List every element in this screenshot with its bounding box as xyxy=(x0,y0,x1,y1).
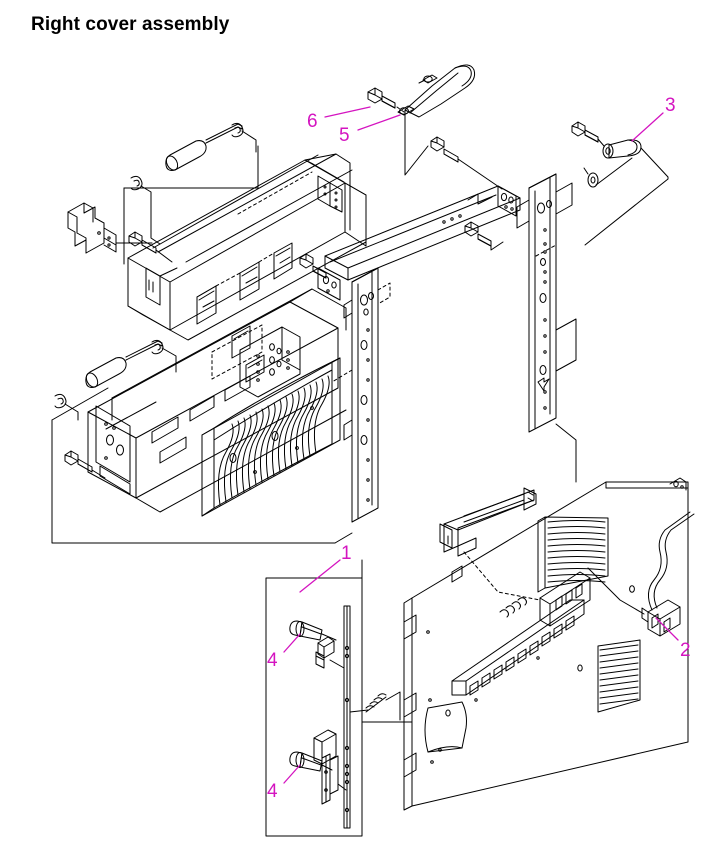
leader-spring xyxy=(349,709,369,713)
leader-box-lower xyxy=(51,419,336,544)
callout-3: 3 xyxy=(665,95,676,116)
e-clip-upper-1 xyxy=(231,122,244,138)
latch-spring xyxy=(365,693,387,713)
leader-slide-rail xyxy=(463,551,541,601)
roller-bushing-upper xyxy=(165,123,243,171)
hex-head-screw-3 xyxy=(571,121,599,143)
ground-strap xyxy=(397,64,476,118)
leader-screw-ul xyxy=(155,249,173,263)
leader-spring-2 xyxy=(385,691,401,721)
upper-latch-screw xyxy=(289,620,323,641)
screw-lower-left xyxy=(64,450,93,473)
leader-box-lower-2 xyxy=(51,387,109,421)
lower-frame-assembly xyxy=(87,288,347,513)
screw-crossrail-top xyxy=(430,136,459,163)
callout-2-leader xyxy=(655,617,679,641)
leader-screw-crt xyxy=(457,158,503,190)
upper-frame-assembly xyxy=(127,153,367,341)
callout-3-leader xyxy=(631,112,664,142)
callout-1-leader xyxy=(299,559,341,593)
latch-catch-cover xyxy=(499,571,591,627)
left-l-bracket xyxy=(67,202,117,254)
callout-4-lower: 4 xyxy=(267,781,278,802)
screw-crossrail-left xyxy=(299,253,327,279)
leader-latch-lower xyxy=(337,783,347,791)
rounded-cap-plug xyxy=(602,139,642,159)
leader-clip-l2 xyxy=(161,347,177,373)
e-clip-lower-2 xyxy=(54,393,67,409)
leader-screw-ll xyxy=(91,469,106,479)
vertical-frame-rail-outer xyxy=(516,173,577,433)
detail-inset-box xyxy=(265,577,363,837)
callout-6: 6 xyxy=(307,111,318,132)
leader-box-lower-3 xyxy=(334,532,353,544)
ribbed-paper-guide xyxy=(201,357,341,517)
leader-clip-l1 xyxy=(64,403,79,421)
cross-rail xyxy=(317,185,521,301)
leader-catch-upper xyxy=(329,659,345,669)
latch-rod xyxy=(343,605,351,829)
latch-rail xyxy=(451,599,585,702)
leader-clip-1 xyxy=(140,185,161,245)
leader-washer xyxy=(595,157,633,186)
leader-strap-to-rail xyxy=(404,109,429,176)
latch-body-lower xyxy=(313,729,339,805)
page-title: Right cover assembly xyxy=(31,14,230,35)
e-clip-upper-2 xyxy=(130,175,143,191)
leader-3-to-rail xyxy=(584,147,669,246)
roller-bushing-lower xyxy=(85,340,163,388)
callout-leaders-top xyxy=(324,106,401,131)
callout-4-upper: 4 xyxy=(267,650,278,671)
callout-4-leaders xyxy=(283,633,301,784)
leader-box-upper xyxy=(123,145,259,189)
vertical-frame-rail-inner xyxy=(331,267,391,523)
e-clip-lower-1 xyxy=(151,339,164,355)
screw-crossrail-mid xyxy=(464,221,492,247)
right-cover-panel xyxy=(403,477,689,811)
callout-5: 5 xyxy=(339,125,350,146)
leader-screw-4a xyxy=(321,633,337,641)
hex-head-screw-6 xyxy=(367,87,396,109)
cover-slide-rail xyxy=(439,487,537,557)
leader-screw-crm xyxy=(490,241,504,251)
latch-catch-upper xyxy=(315,636,335,669)
leader-rail-to-cover xyxy=(555,423,577,483)
leader-screw-4b xyxy=(321,764,333,771)
callout-1: 1 xyxy=(341,543,352,564)
callout-2: 2 xyxy=(680,640,691,661)
lower-latch-screw xyxy=(289,751,323,772)
leader-clip-2 xyxy=(241,130,257,153)
washer-small xyxy=(587,172,599,188)
screw-upper-left xyxy=(128,231,157,254)
leader-switch xyxy=(587,567,645,615)
cable-switch-connector xyxy=(641,511,695,637)
leader-box-lower-4 xyxy=(105,401,157,430)
